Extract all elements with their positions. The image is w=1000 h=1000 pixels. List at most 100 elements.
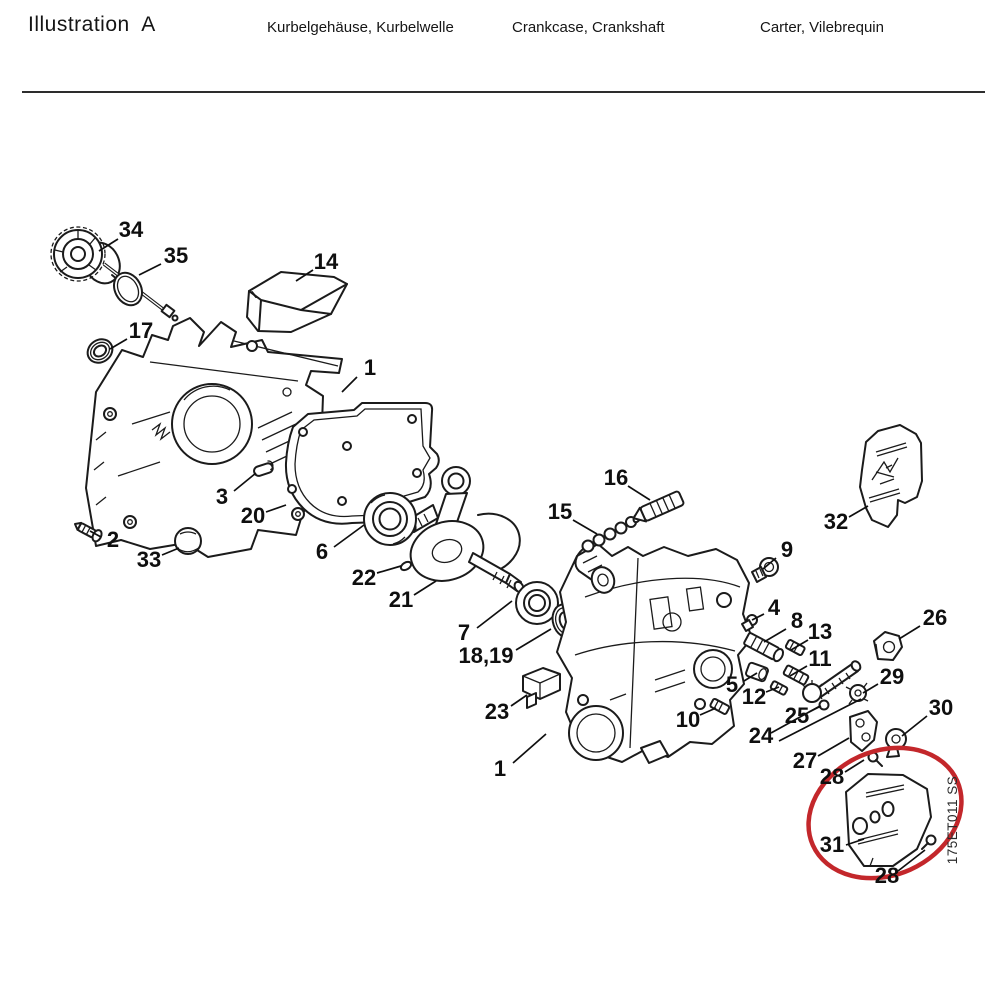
part-bearing-7	[515, 581, 559, 625]
callout-15: 15	[548, 499, 572, 524]
callout-35: 35	[164, 243, 188, 268]
part-deflector-plate	[246, 271, 348, 333]
callout-27: 27	[793, 748, 817, 773]
part-crankcase-left	[85, 317, 343, 558]
leader-line-6	[333, 524, 365, 548]
part-guide-plate-31	[845, 773, 932, 867]
callout-22: 22	[352, 565, 376, 590]
part-gasket	[284, 402, 440, 525]
callout-9: 9	[781, 537, 793, 562]
leader-line-5	[743, 672, 758, 682]
part-o-ring	[113, 271, 143, 307]
leader-line-28	[844, 759, 865, 773]
leader-line-22	[376, 565, 402, 574]
part-stud-12	[769, 680, 789, 696]
leader-line-13	[790, 639, 809, 651]
part-pawl-30	[885, 728, 907, 758]
leader-line-26	[898, 625, 921, 640]
part-bearing-6	[363, 492, 417, 546]
callout-5: 5	[726, 672, 738, 697]
part-bracket-23	[522, 667, 561, 709]
part-screw-28-lower	[921, 834, 937, 850]
callout-34: 34	[119, 217, 144, 242]
highlight-ellipse	[806, 745, 964, 881]
part-plate-27	[849, 710, 878, 752]
page-title: Illustration A	[28, 13, 156, 36]
part-dowel-pin	[253, 460, 274, 477]
leader-line-10	[699, 707, 717, 716]
callout-17: 17	[129, 318, 153, 343]
leader-line-18,19	[515, 628, 552, 651]
leader-line-1	[341, 376, 358, 393]
callout-1: 1	[364, 355, 376, 380]
callout-13: 13	[808, 619, 832, 644]
callout-11: 11	[808, 646, 831, 671]
leader-line-15	[572, 519, 598, 535]
leader-line-20	[265, 504, 287, 513]
callout-21: 21	[389, 587, 413, 612]
part-gear-29	[845, 682, 869, 705]
subtitle-english: Crankcase, Crankshaft	[512, 19, 665, 36]
leader-line-3	[233, 472, 257, 492]
callout-6: 6	[316, 539, 328, 564]
leader-line-31	[845, 838, 865, 846]
callout-32: 32	[824, 509, 848, 534]
leader-line-9	[762, 557, 777, 570]
callout-14: 14	[314, 249, 339, 274]
leader-line-17	[109, 338, 128, 350]
leader-line-34	[98, 238, 119, 252]
callout-7: 7	[458, 620, 470, 645]
callout-33: 33	[137, 547, 161, 572]
callout-29: 29	[880, 664, 904, 689]
callout-10: 10	[676, 707, 700, 732]
leader-line-28	[897, 849, 926, 872]
callout-16: 16	[604, 465, 628, 490]
subtitle-german: Kurbelgehäuse, Kurbelwelle	[267, 19, 454, 36]
callout-31: 31	[820, 832, 844, 857]
callout-20: 20	[241, 503, 265, 528]
leader-line-32	[848, 505, 869, 518]
leader-line-16	[627, 485, 651, 501]
callout-8: 8	[791, 608, 803, 633]
subtitle-french: Carter, Vilebrequin	[760, 19, 884, 36]
assembly-bracket-line	[778, 698, 862, 742]
callout-4: 4	[768, 595, 781, 620]
leader-line-27	[817, 737, 850, 757]
leader-line-21	[413, 580, 437, 596]
callout-25: 25	[785, 703, 809, 728]
leader-line-30	[901, 715, 928, 737]
part-clip-26	[873, 631, 903, 661]
leader-line-11	[789, 665, 808, 677]
leader-line-4	[751, 613, 765, 621]
leader-line-1	[512, 733, 547, 764]
leader-line-33	[161, 547, 180, 556]
callout-30: 30	[929, 695, 953, 720]
callout-2: 2	[107, 527, 119, 552]
part-valve-16	[632, 490, 685, 523]
part-fitting-8	[743, 632, 785, 663]
leader-line-2	[89, 530, 102, 538]
part-woodruff-key	[399, 560, 413, 572]
part-worm-gear-25	[801, 660, 862, 711]
part-crankcase-right	[556, 543, 753, 764]
callout-18,19: 18,19	[458, 643, 513, 668]
leader-line-8	[763, 628, 787, 643]
leader-line-25	[808, 705, 822, 713]
callout-28: 28	[820, 764, 844, 789]
part-stud-10	[709, 697, 731, 715]
callout-26: 26	[923, 605, 947, 630]
callout-28: 28	[875, 863, 899, 888]
drawing-code-watermark: 175ET011 SS	[945, 776, 960, 865]
leader-line-7	[476, 600, 513, 629]
leader-line-29	[862, 683, 879, 694]
part-seal-ring	[86, 338, 114, 364]
leader-line-14	[295, 269, 314, 282]
leader-line-12	[765, 686, 780, 693]
leader-line-35	[138, 263, 162, 276]
part-plug-33	[174, 527, 202, 555]
callout-12: 12	[742, 684, 766, 709]
part-cover-plate-32	[859, 424, 923, 528]
